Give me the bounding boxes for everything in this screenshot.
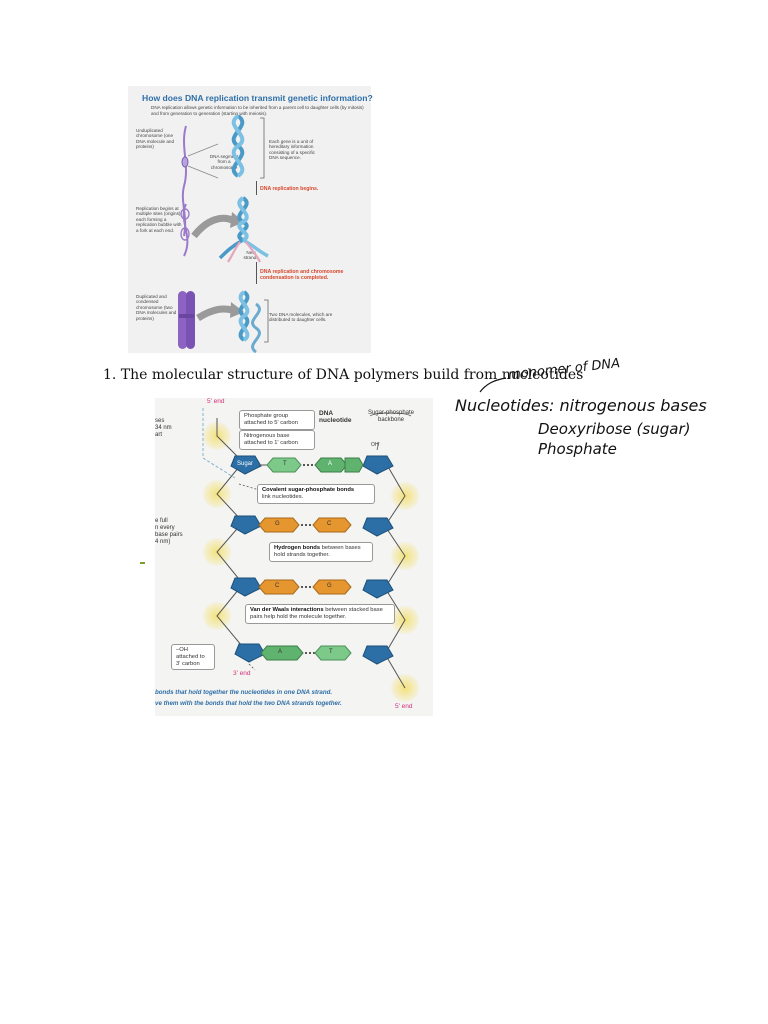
figure-subtitle: DNA replication allows genetic informati…: [151, 105, 364, 116]
base-T-top: T: [283, 461, 287, 467]
covalent-pointer: [238, 483, 260, 491]
dna-nucleotide-label: DNA nucleotide: [319, 410, 352, 424]
covalent-bonds-text: link nucleotides.: [262, 493, 304, 500]
replication-illustration: [178, 114, 269, 353]
dna-replication-figure: How does DNA replication transmit geneti…: [128, 86, 373, 353]
dna-segment-label: DNA segment from a chromosome: [209, 154, 239, 170]
handwritten-nucleotides-line: Nucleotides: nitrogenous bases: [455, 396, 707, 415]
left-cut-label-1: ses 34 nm art: [155, 418, 172, 438]
step-replication-completed: DNA replication and chromosome condensat…: [260, 269, 344, 281]
base-pair-row-1: [259, 457, 364, 473]
base-T-bottom: T: [329, 649, 333, 655]
replication-bubble-1: [180, 208, 190, 220]
two-molecules-note: Two DNA molecules, which are distributed…: [269, 312, 333, 323]
step-connector: [256, 181, 257, 195]
margin-dash: [140, 562, 145, 564]
covalent-bonds-title: Covalent sugar-phosphate bonds: [262, 487, 355, 493]
dna-helix-daughters: [238, 290, 261, 353]
hydrogen-bonds-box: Hydrogen bonds between bases hold strand…: [269, 542, 373, 562]
sugar-label: Sugar: [237, 461, 254, 467]
step-replication-begins: DNA replication begins.: [260, 186, 319, 192]
step-connector: [256, 262, 257, 284]
left-sugars: [230, 455, 266, 663]
base-A-bottom: A: [278, 649, 283, 655]
bottom-5-prime-end: 5' end: [395, 703, 413, 710]
base-pair-row-2: [258, 517, 352, 533]
dna-helix-1: [231, 114, 245, 178]
base-G-row3: G: [327, 583, 332, 589]
hydrogen-bonds-title: Hydrogen bonds: [274, 545, 321, 551]
gene-bracket: [260, 117, 265, 179]
handwritten-deoxyribose-line: Deoxyribose (sugar): [538, 420, 691, 438]
right-sugars: [362, 455, 394, 665]
oh-label: OH: [371, 442, 379, 448]
new-strands-label: New strands: [243, 250, 259, 261]
figure-title: How does DNA replication transmit geneti…: [142, 93, 373, 103]
van-der-waals-box: Van der Waals interactions between stack…: [245, 604, 395, 624]
top-5-prime-end: 5' end: [207, 398, 225, 405]
gene-note: Each gene is a unit of hereditary inform…: [269, 139, 315, 161]
zoom-lines: [187, 143, 219, 179]
backbone-brace: [369, 412, 412, 417]
base-C-row3: C: [275, 583, 280, 589]
sugar-phosphate-backbone-label: Sugar-phosphate backbone: [367, 410, 415, 423]
left-phosphates: [203, 422, 231, 630]
hydrogen-bonds-text: between bases hold strands together.: [274, 545, 361, 558]
duplicated-chromosome: [178, 291, 195, 349]
van-der-waals-title: Van der Waals interactions: [250, 607, 324, 613]
dna-helix-replicating: [218, 196, 269, 263]
transition-arrowhead-2: [230, 302, 244, 318]
section-heading: 1. The molecular structure of DNA polyme…: [103, 367, 584, 383]
transition-arrowhead: [230, 212, 244, 228]
oh-3-carbon-box: –OH attached to 3' carbon: [171, 644, 215, 671]
dna-structure-figure: 5' end ses 34 nm art e full n every base…: [155, 398, 433, 716]
molecule-bracket: [264, 299, 269, 343]
unduplicated-chromosome-label: Unduplicated chromosome (one DNA molecul…: [136, 128, 175, 150]
van-der-waals-text: between stacked base pairs help hold the…: [250, 607, 383, 620]
transition-arrow-2: [196, 305, 233, 322]
replication-bubble-2: [180, 227, 190, 241]
left-cut-label-2: e full n every base pairs 4 nm): [155, 518, 183, 545]
oh-pointer: [248, 663, 256, 671]
handwritten-phosphate-line: Phosphate: [538, 440, 617, 458]
oh-stub: [376, 441, 380, 451]
replication-origins-label: Replication begins at multiple sites (or…: [136, 206, 182, 233]
dna-ladder-illustration: [202, 408, 419, 702]
base-pair-row-3: [258, 579, 352, 595]
base-pair-row-4: [260, 645, 352, 661]
nucleotide-outline: [202, 408, 236, 479]
nitrogenous-base-box: Nitrogenous base attached to 1' carbon: [239, 430, 315, 450]
base-A-top: A: [328, 461, 333, 467]
duplicated-chromosome-label: Duplicated and condensed chromosome (two…: [136, 294, 177, 321]
centromere: [181, 156, 189, 168]
transition-arrow: [191, 214, 234, 239]
caption-line-2: ve them with the bonds that hold the two…: [155, 700, 342, 707]
caption-line-1: bonds that hold together the nucleotides…: [155, 689, 333, 696]
right-phosphates: [391, 482, 419, 702]
chromosome-strand-2: [182, 203, 189, 257]
phosphate-group-box: Phosphate group attached to 5' carbon: [239, 410, 315, 430]
base-G-row2: G: [275, 521, 280, 527]
three-prime-end: 3' end: [233, 670, 251, 677]
base-C-row2: C: [327, 521, 332, 527]
handwritten-arrow-icon: [479, 377, 507, 393]
covalent-bonds-box: Covalent sugar-phosphate bonds link nucl…: [257, 484, 375, 504]
